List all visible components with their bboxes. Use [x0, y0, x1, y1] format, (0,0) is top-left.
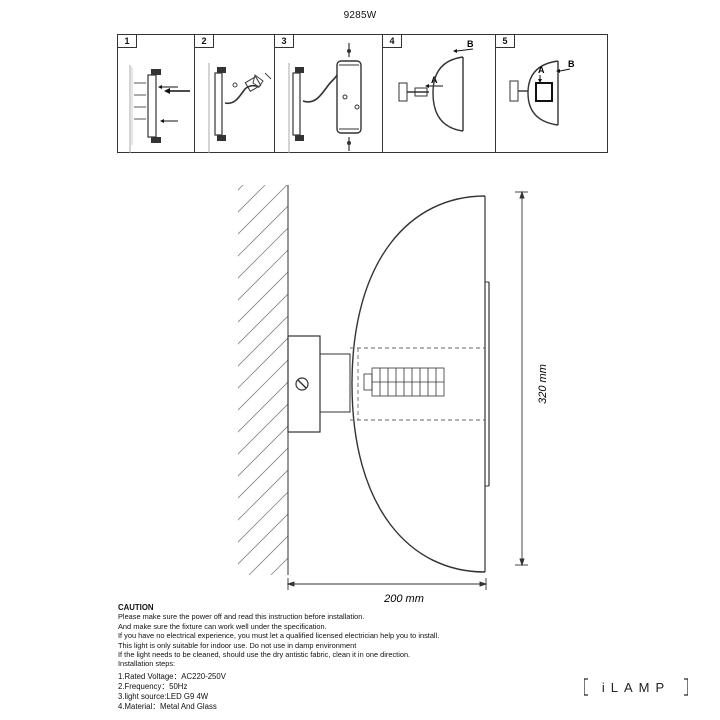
label-a: A: [538, 65, 545, 75]
step-1-illustration: [129, 65, 190, 153]
g9-bulb: [363, 367, 445, 397]
instruction-line: Please make sure the power off and read …: [118, 612, 365, 622]
bulb-socket: [535, 82, 553, 102]
terminal-block: [244, 75, 262, 93]
spec-item: 2.Frequency：50Hz: [118, 681, 188, 691]
wall-mount-base: [287, 335, 321, 433]
lamp-shade: [432, 56, 464, 132]
step-number: 3: [275, 35, 294, 48]
step-panel-3: 3: [275, 35, 383, 153]
step-4-illustration: A B: [398, 39, 474, 132]
width-dimension: [286, 578, 488, 590]
step-number: 4: [383, 35, 402, 48]
brand-logo-frame: iLAMP: [583, 678, 689, 696]
spec-list: 1.Rated Voltage：AC220-250V 2.Frequency：5…: [118, 672, 538, 712]
label-b: B: [568, 59, 575, 69]
instruction-line: This light is only suitable for indoor u…: [118, 640, 357, 650]
canopy-plate: [336, 60, 362, 134]
mount-screw-icon: [295, 377, 309, 391]
caution-title: CAUTION: [118, 603, 154, 612]
width-label: 200 mm: [383, 593, 424, 605]
instruction-line: If the light needs to be cleaned, should…: [118, 650, 411, 660]
instruction-line: If you have no electrical experience, yo…: [118, 631, 440, 641]
step-2-illustration: [208, 63, 272, 153]
instruction-line: Installation steps:: [118, 659, 176, 669]
wire-cable: [224, 84, 260, 105]
step-number: 2: [195, 35, 214, 48]
step-panel-4: 4 A B: [383, 35, 496, 152]
model-number: 9285W: [343, 10, 377, 21]
spec-item: 3.light source:LED G9 4W: [118, 691, 209, 701]
spec-item: 4.Material：Metal And Glass: [118, 701, 217, 711]
step-panel-5: 5 A B: [496, 35, 607, 152]
height-dimension: [515, 190, 528, 567]
installation-steps-strip: 1 2: [117, 34, 608, 153]
step-panel-2: 2: [195, 35, 275, 153]
brand-logo-text: iLAMP: [602, 680, 670, 695]
step-number: 5: [496, 35, 515, 48]
step-5-illustration: A B: [509, 59, 575, 126]
instructions-block: CAUTION Please make sure the power off a…: [118, 603, 538, 712]
spec-item: 1.Rated Voltage：AC220-250V: [118, 671, 226, 681]
step-panel-1: 1: [118, 35, 195, 153]
bulb-socket-hidden-lines: [350, 347, 485, 421]
height-label: 320 mm: [537, 364, 549, 404]
wall-hatching: [238, 185, 288, 575]
label-b: B: [467, 39, 474, 49]
instruction-line: And make sure the fixture can work well …: [118, 621, 327, 631]
lamp-shade-profile: [351, 195, 486, 573]
step-number: 1: [118, 35, 137, 48]
brand-logo: iLAMP: [583, 676, 689, 698]
step-3-illustration: [288, 43, 362, 153]
